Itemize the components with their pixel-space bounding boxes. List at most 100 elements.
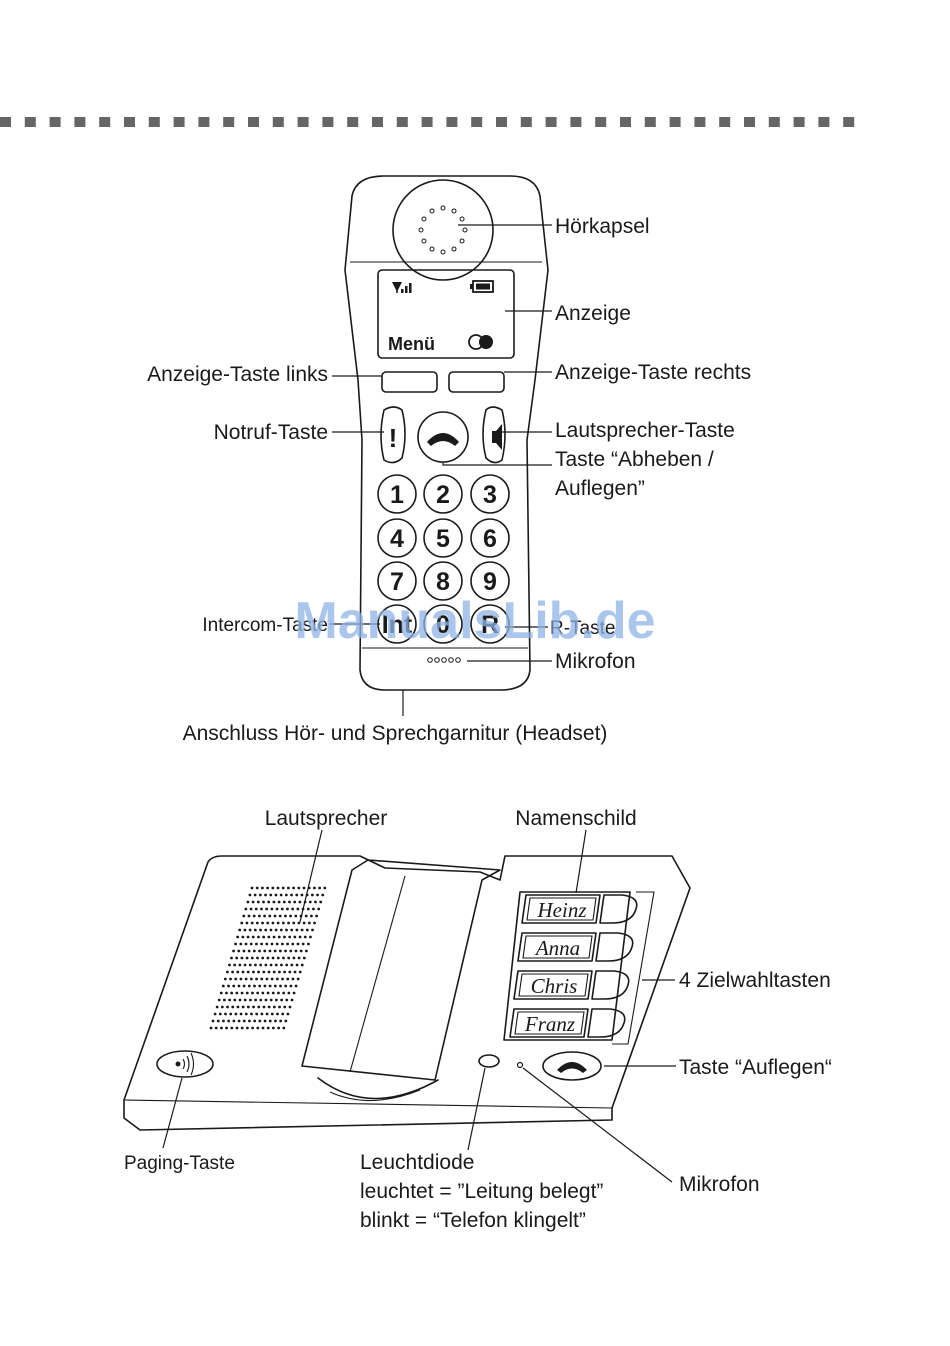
grille-hole (230, 991, 234, 995)
grille-hole (286, 907, 289, 911)
earpiece-hole (462, 227, 468, 233)
grille-hole (266, 886, 269, 890)
grille-hole (291, 942, 295, 946)
label-anzeige-taste-links: Anzeige-Taste links (147, 363, 328, 386)
grille-hole (230, 956, 233, 960)
grille-hole (259, 928, 262, 932)
key-2[interactable]: 2 (423, 474, 463, 514)
key-3[interactable]: 3 (470, 474, 510, 514)
signal-icon (392, 282, 412, 293)
grille-hole (285, 998, 289, 1002)
grille-hole (219, 991, 223, 995)
grille-hole (281, 942, 284, 946)
handset-cradle (301, 859, 501, 1102)
hang-up-key[interactable] (542, 1051, 602, 1081)
grille-hole (276, 886, 280, 890)
rule-dot (99, 117, 111, 127)
grille-hole (244, 1012, 248, 1016)
grille-hole (253, 893, 257, 897)
grille-hole (236, 970, 240, 974)
grille-hole (321, 893, 325, 897)
grille-hole (250, 956, 254, 960)
grille-hole (298, 970, 302, 974)
rule-dot (545, 117, 557, 127)
paging-icon (175, 1052, 195, 1076)
speed-dial-heinz[interactable]: Heinz (521, 894, 638, 924)
grille-hole (222, 1019, 225, 1023)
grille-hole (294, 949, 298, 953)
grille-hole (237, 949, 241, 953)
label-blinkt: blinkt = “Telefon klingelt” (360, 1209, 586, 1232)
key-outline (470, 561, 510, 601)
key-4[interactable]: 4 (377, 518, 417, 558)
grille-hole (285, 928, 288, 932)
grille-hole (244, 942, 248, 946)
speaker-icon (492, 424, 502, 450)
grille-hole (276, 921, 280, 925)
rule-dot (669, 117, 681, 127)
key-0[interactable]: 0 (423, 604, 463, 644)
grille-hole (231, 1005, 235, 1009)
key-r[interactable]: R (470, 604, 510, 644)
emergency-key[interactable]: ! (380, 406, 406, 464)
speed-dial-button (591, 970, 630, 1000)
grille-hole (310, 893, 314, 897)
grille-hole (312, 907, 315, 911)
grille-hole (272, 1005, 276, 1009)
grille-hole (237, 1019, 241, 1023)
rule-dot (248, 117, 259, 127)
key-7[interactable]: 7 (377, 561, 417, 601)
key-5[interactable]: 5 (423, 518, 463, 558)
name-tag-inner (522, 935, 593, 959)
speaker-key[interactable] (482, 406, 506, 464)
grille-hole (279, 984, 282, 988)
grille-hole (223, 998, 226, 1002)
rule-dot (446, 117, 458, 127)
led-indicator (478, 1054, 500, 1068)
softkey-right[interactable] (448, 371, 505, 393)
key-int[interactable]: Int (377, 604, 417, 644)
label-lautsprecher-taste: Lautsprecher-Taste (555, 419, 735, 442)
speed-dial-franz[interactable]: Franz (509, 1008, 626, 1038)
key-1[interactable]: 1 (377, 474, 417, 514)
grille-hole (293, 900, 297, 904)
grille-hole (260, 907, 263, 911)
grille-hole (298, 935, 302, 939)
key-9[interactable]: 9 (470, 561, 510, 601)
grille-hole (249, 907, 253, 911)
grille-hole (278, 970, 281, 974)
speed-dial-chris[interactable]: Chris (513, 970, 630, 1000)
grille-hole (231, 970, 235, 974)
grille-hole (267, 1005, 271, 1009)
grille-hole (225, 991, 228, 995)
grille-hole (239, 942, 243, 946)
grille-hole (275, 907, 279, 911)
grille-hole (263, 984, 267, 988)
key-8[interactable]: 8 (423, 561, 463, 601)
key-6[interactable]: 6 (470, 518, 510, 558)
key-label: 4 (390, 525, 404, 553)
label-anzeige: Anzeige (555, 302, 631, 325)
paging-key[interactable] (156, 1050, 214, 1078)
grille-hole (277, 935, 281, 939)
grille-hole (223, 977, 227, 981)
off-hook-key[interactable] (417, 411, 469, 463)
grille-hole (220, 1026, 223, 1030)
grille-hole (290, 893, 293, 897)
speed-dial-button (587, 1008, 626, 1038)
rule-dot (768, 117, 780, 127)
grille-hole (287, 921, 290, 925)
label-abheben-line1: Taste “Abheben / (555, 448, 714, 471)
grille-hole (267, 900, 271, 904)
speed-dial-anna[interactable]: Anna (517, 932, 634, 962)
grille-hole (234, 942, 238, 946)
grille-hole (225, 1026, 229, 1030)
name-tag-frame (509, 1008, 589, 1038)
grille-hole (289, 914, 292, 918)
grille-hole (268, 984, 272, 988)
grille-hole (252, 970, 255, 974)
grille-hole (289, 949, 293, 953)
grille-hole (304, 949, 308, 953)
softkey-left[interactable] (381, 371, 438, 393)
